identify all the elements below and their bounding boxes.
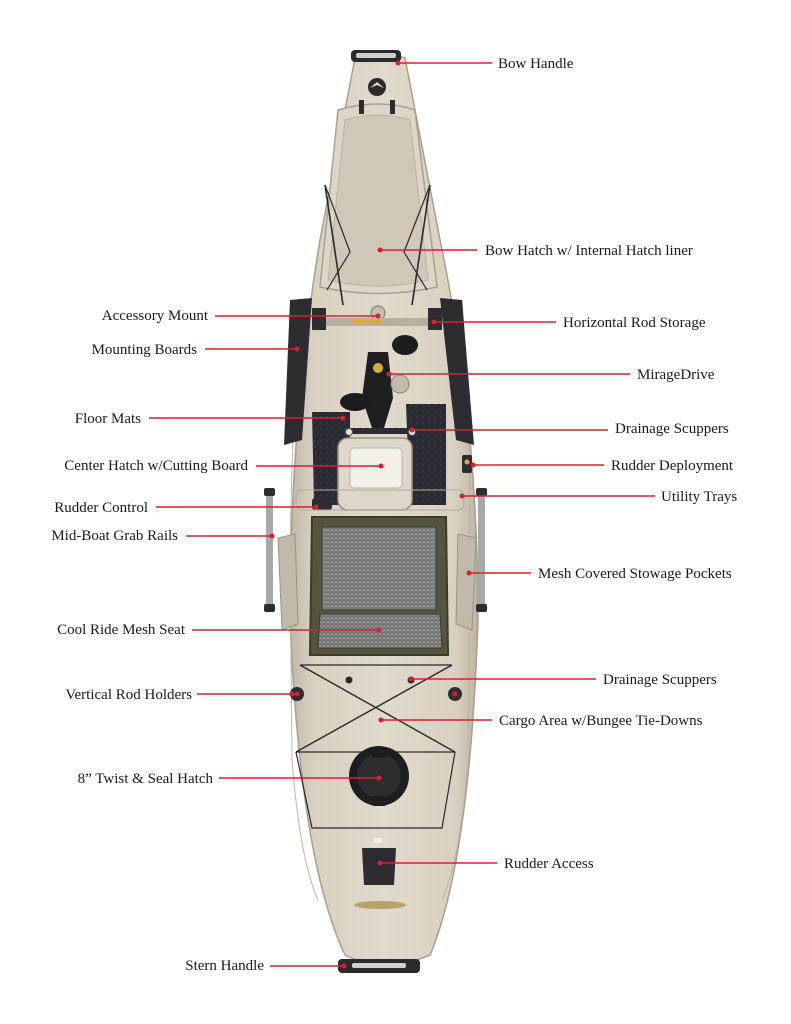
label-bow-handle: Bow Handle <box>498 56 574 72</box>
label-accessory-mount: Accessory Mount <box>102 308 209 324</box>
label-drainage-scuppers-rear: Drainage Scuppers <box>603 672 717 688</box>
label-utility-trays: Utility Trays <box>661 489 737 505</box>
bow-emblem-icon <box>368 78 386 96</box>
cool-ride-mesh-seat <box>308 516 450 656</box>
utility-trays <box>295 489 465 511</box>
label-bow-hatch: Bow Hatch w/ Internal Hatch liner <box>485 243 693 259</box>
label-rudder-control: Rudder Control <box>54 500 148 516</box>
label-twist-seal-hatch: 8” Twist & Seal Hatch <box>78 771 214 787</box>
label-drainage-scuppers-front: Drainage Scuppers <box>615 421 729 437</box>
stern-handle <box>338 959 420 973</box>
label-floor-mats: Floor Mats <box>75 411 141 427</box>
mounting-boards <box>284 298 474 445</box>
label-cargo-area: Cargo Area w/Bungee Tie-Downs <box>499 713 703 729</box>
label-cool-ride-seat: Cool Ride Mesh Seat <box>57 622 186 638</box>
leader-lines <box>149 60 655 969</box>
label-rudder-access: Rudder Access <box>504 856 594 872</box>
label-horizontal-rod-storage: Horizontal Rod Storage <box>563 315 706 331</box>
label-mounting-boards: Mounting Boards <box>92 342 198 358</box>
label-vertical-rod-holders: Vertical Rod Holders <box>65 687 192 703</box>
labels: Bow Handle Bow Hatch w/ Internal Hatch l… <box>51 56 737 974</box>
vertical-rod-holders <box>290 687 462 701</box>
label-rudder-deployment: Rudder Deployment <box>611 458 734 474</box>
rudder-access <box>362 838 396 885</box>
center-hatch <box>337 437 413 511</box>
label-center-hatch: Center Hatch w/Cutting Board <box>64 458 248 474</box>
rudder-deployment <box>462 455 472 473</box>
bow-hatch <box>319 100 438 306</box>
stern-badge-icon <box>354 901 406 909</box>
bow-handle <box>351 50 401 62</box>
label-stern-handle: Stern Handle <box>185 958 264 974</box>
label-mid-boat-grab-rails: Mid-Boat Grab Rails <box>51 528 178 544</box>
mesh-stowage-pockets <box>277 533 477 631</box>
mirage-drive <box>340 335 418 428</box>
label-mesh-stowage-pockets: Mesh Covered Stowage Pockets <box>538 566 732 582</box>
mid-boat-grab-rails <box>264 488 487 612</box>
label-mirage-drive: MirageDrive <box>637 367 715 383</box>
